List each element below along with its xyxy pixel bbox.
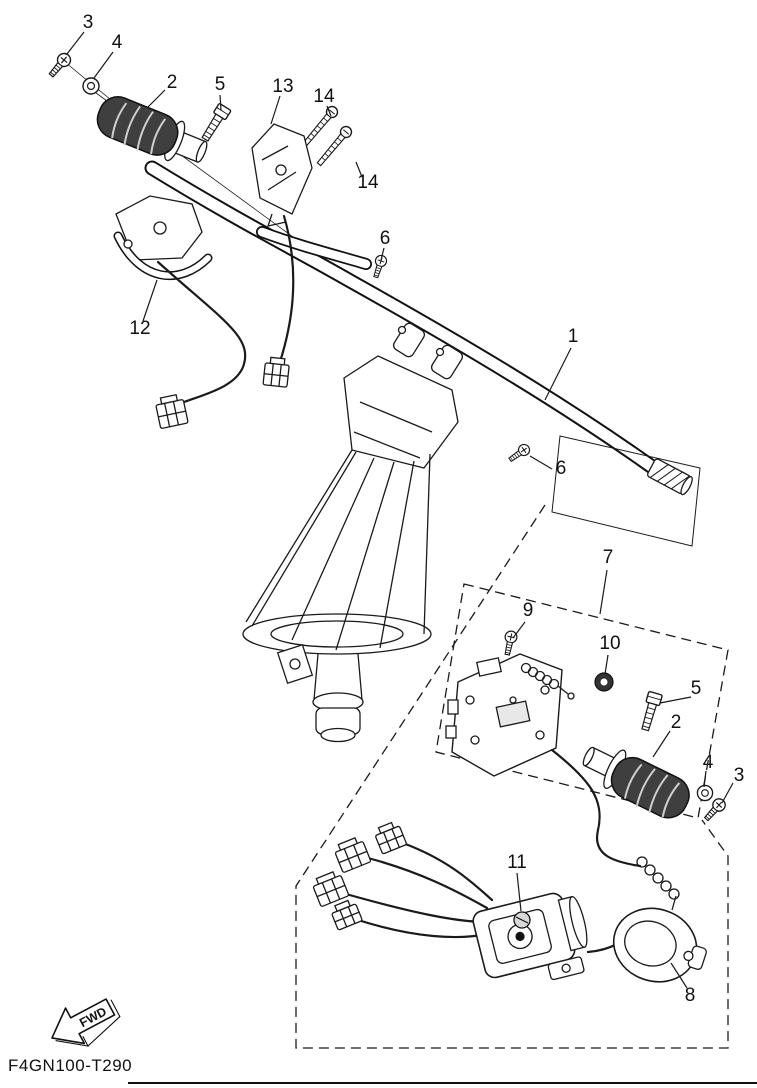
callout-4-a: 4 — [112, 32, 123, 53]
handlebar-end-hatched — [646, 458, 693, 496]
left-grip-body — [96, 96, 179, 156]
callout-10: 10 — [599, 633, 620, 654]
switch-bracket-assembly — [445, 653, 563, 777]
callout-9: 9 — [523, 600, 534, 621]
wire-connector — [334, 837, 372, 873]
callout-7: 7 — [603, 547, 614, 568]
callout-12: 12 — [129, 318, 150, 339]
grommet-10 — [594, 672, 614, 692]
detail-box-solid — [551, 435, 701, 547]
lanyard-switch-8 — [612, 907, 707, 983]
screw-6-top — [369, 253, 389, 280]
handlebar — [144, 160, 693, 496]
wire-connector — [312, 871, 350, 907]
steering-column — [242, 355, 459, 743]
handlebar-clamp — [392, 322, 464, 380]
right-grip-body — [610, 756, 690, 819]
main-switch-assembly — [472, 892, 588, 981]
cap-screw-11 — [513, 911, 531, 929]
left-grip — [96, 96, 208, 163]
detail-box-dashed-inner — [435, 583, 729, 819]
callout-14-a: 14 — [313, 86, 335, 107]
fwd-arrow: FWD — [51, 998, 121, 1047]
bolt-5-right — [637, 690, 664, 733]
bolt-5-top — [198, 102, 232, 144]
washer-4-top — [82, 77, 100, 95]
callout-11: 11 — [507, 852, 527, 873]
detail-box-dashed-outer — [295, 504, 729, 1049]
callout-leader-lines — [66, 31, 734, 989]
bolt-14-a — [300, 103, 341, 149]
callout-6-a: 6 — [380, 228, 391, 249]
callout-14-b: 14 — [357, 172, 379, 193]
screw-6-right — [506, 441, 533, 465]
wire-harness-upper — [155, 214, 295, 429]
callout-1: 1 — [568, 326, 579, 347]
callout-3-b: 3 — [734, 765, 745, 786]
washer-4-right — [696, 784, 714, 802]
callout-13: 13 — [272, 76, 293, 97]
wire-harness-lower — [312, 748, 642, 954]
wire-connector — [331, 899, 363, 931]
part-code-text: F4GN100-T290 — [8, 1056, 132, 1075]
callout-4-b: 4 — [703, 752, 714, 773]
wire-connector — [155, 393, 189, 429]
bolt-14-b — [314, 123, 355, 169]
wire-connector — [375, 821, 407, 855]
callout-6-b: 6 — [556, 458, 567, 479]
lanyard-coil — [636, 856, 680, 911]
callout-5-a: 5 — [215, 74, 226, 95]
throttle-housing-13 — [251, 123, 313, 227]
right-grip — [582, 746, 690, 819]
callout-5-b: 5 — [691, 678, 702, 699]
left-switch-housing-12 — [113, 195, 213, 281]
callout-8: 8 — [685, 985, 696, 1006]
callout-2-a: 2 — [167, 72, 178, 93]
spring-9 — [520, 662, 575, 700]
callout-2-b: 2 — [671, 712, 682, 733]
wire-connector — [262, 356, 290, 388]
callout-3-a: 3 — [83, 12, 94, 33]
